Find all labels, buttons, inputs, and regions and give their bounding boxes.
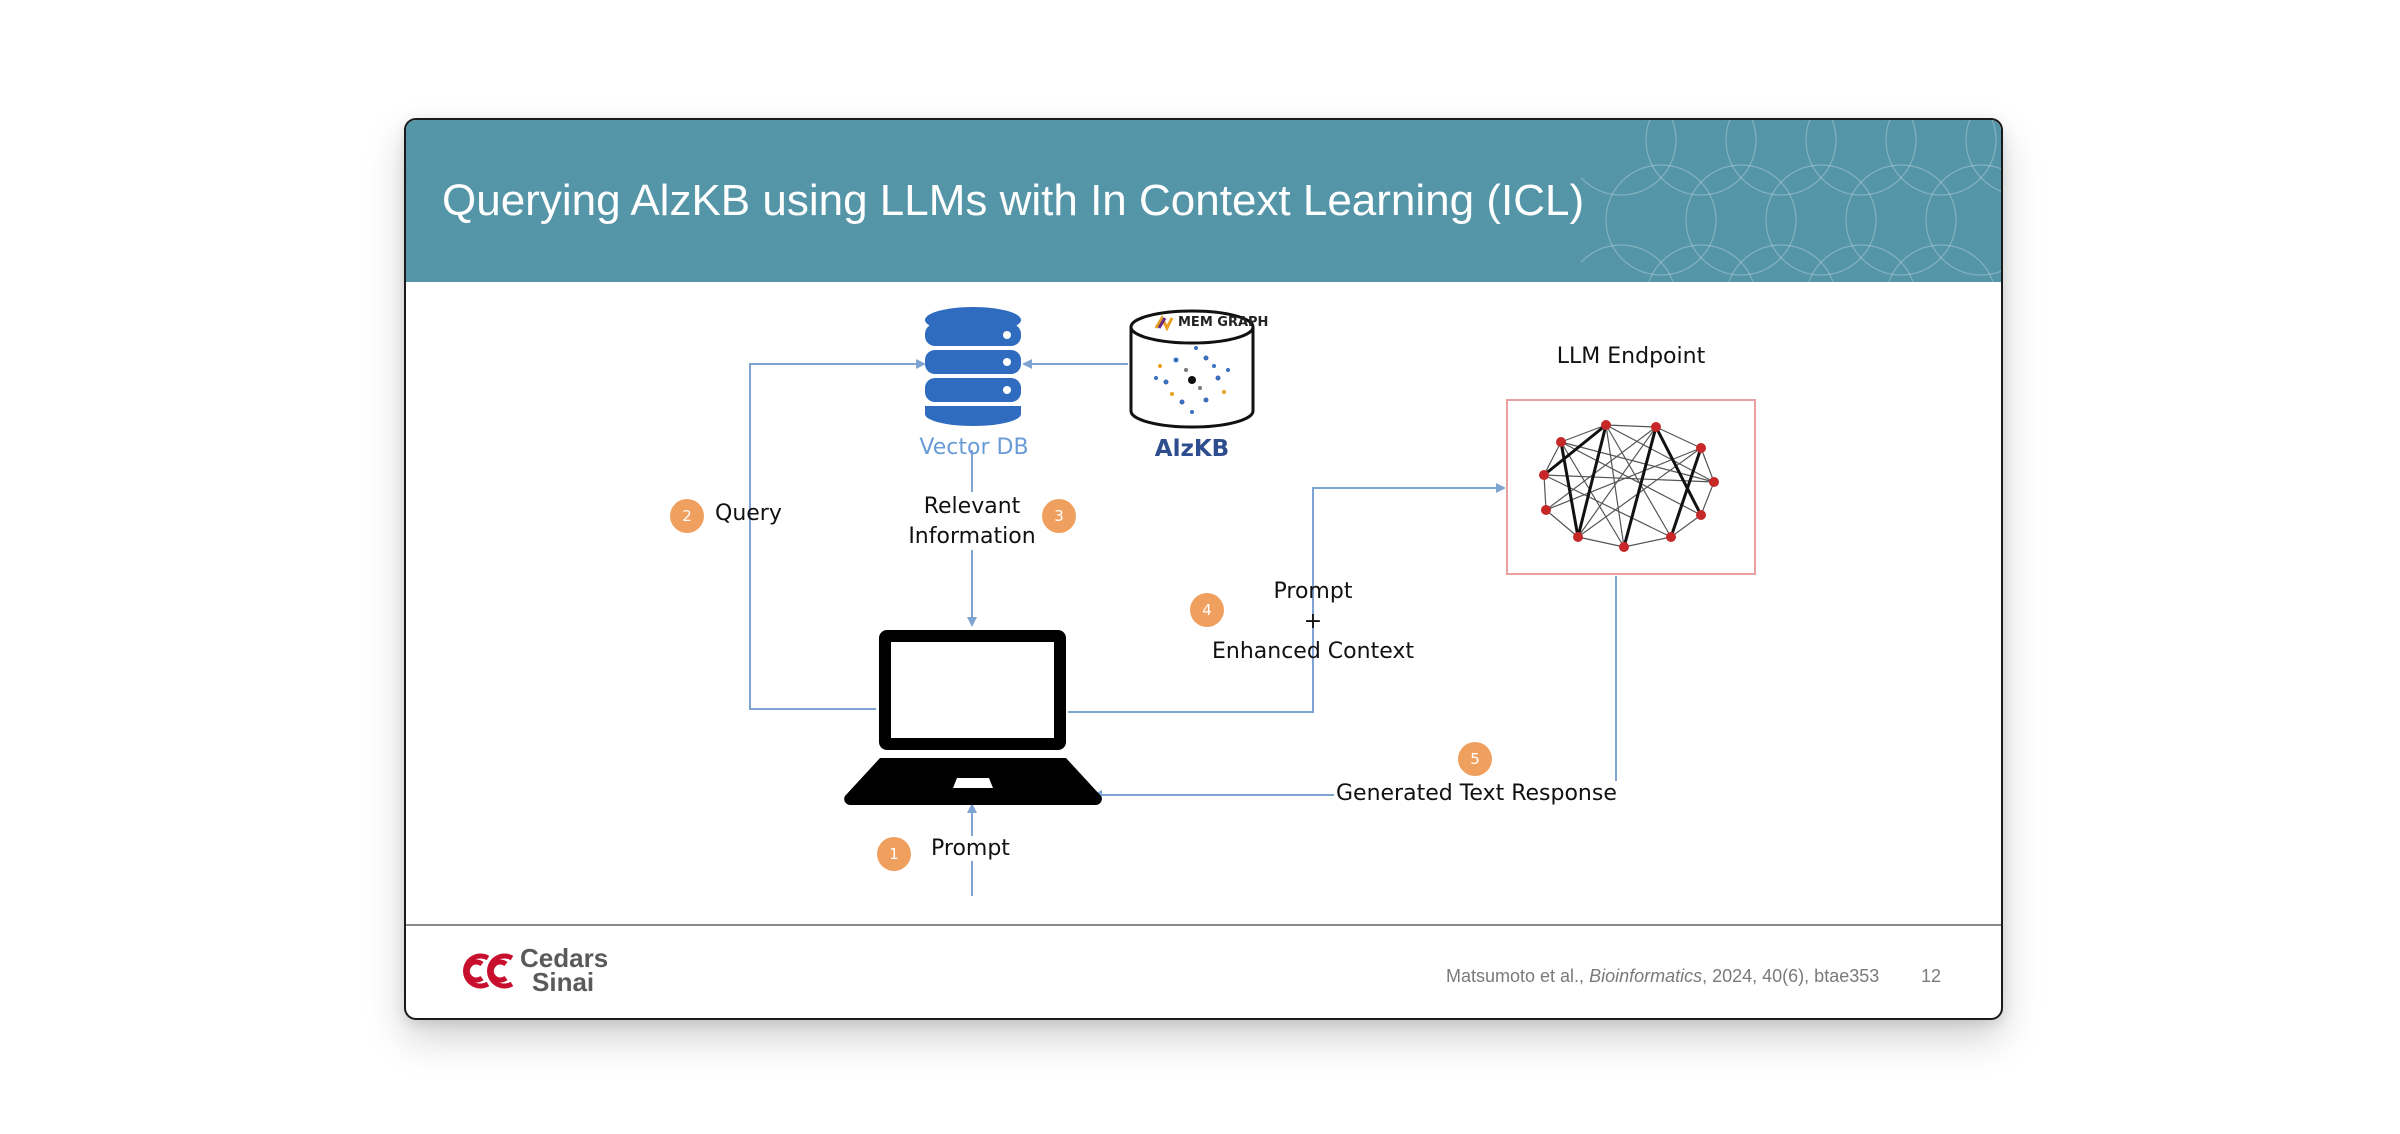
neural-network-icon	[1539, 420, 1719, 552]
generated-response-label: Generated Text Response	[1334, 781, 1619, 806]
laptop-icon	[844, 630, 1102, 805]
step-badge-2: 2	[670, 499, 704, 533]
llm-endpoint-label: LLM Endpoint	[1556, 344, 1706, 369]
memgraph-logo-text: MEM GRAPH	[1178, 315, 1268, 330]
slide-title: Querying AlzKB using LLMs with In Contex…	[442, 176, 1585, 225]
knowledge-base-icon: MEM GRAPH	[1129, 309, 1268, 429]
logo-text-line2: Sinai	[532, 967, 595, 997]
footer-divider	[406, 924, 2001, 926]
logo-text-line1: Cedars	[520, 943, 609, 973]
vector-db-label: Vector DB	[919, 435, 1029, 460]
page-number: 12	[1921, 966, 1942, 986]
step-badge-5: 5	[1458, 742, 1492, 776]
slide-header: Querying AlzKB using LLMs with In Contex…	[406, 120, 2001, 282]
memgraph-logo-icon: MEM GRAPH	[1154, 314, 1268, 332]
graph-dots-icon	[1154, 346, 1230, 414]
step-badge-1: 1	[877, 837, 911, 871]
prompt-enhanced-line3: Enhanced Context	[1212, 639, 1414, 664]
prompt-label: Prompt	[929, 836, 1012, 861]
citation-details: , 2024, 40(6), btae353	[1702, 966, 1880, 986]
cedars-sinai-logo-icon	[463, 953, 514, 989]
query-label: Query	[715, 501, 782, 526]
header-pattern	[1581, 120, 2001, 282]
citation-authors: Matsumoto et al.,	[1446, 966, 1590, 986]
citation: Matsumoto et al., Bioinformatics, 2024, …	[1446, 966, 1879, 987]
slide: Querying AlzKB using LLMs with In Contex…	[404, 118, 2003, 1020]
prompt-context-arrow	[1068, 483, 1506, 713]
logo-text: Cedars Sinai	[520, 943, 609, 997]
workflow-diagram: MEM GRAPH	[749, 307, 1756, 896]
prompt-enhanced-context-label: Prompt + Enhanced Context	[1203, 577, 1423, 667]
citation-journal: Bioinformatics	[1589, 966, 1703, 986]
prompt-enhanced-line1: Prompt	[1273, 579, 1353, 604]
alzkb-label: AlzKB	[1154, 436, 1230, 462]
step-badge-3: 3	[1042, 499, 1076, 533]
relevant-info-line2: Information	[908, 524, 1036, 549]
prompt-enhanced-line2: +	[1303, 609, 1323, 634]
step-badge-4: 4	[1190, 593, 1224, 627]
query-arrow	[749, 359, 926, 710]
relevant-info-line1: Relevant	[923, 494, 1021, 519]
relevant-information-label: Relevant Information	[892, 492, 1052, 552]
database-icon	[925, 307, 1021, 426]
